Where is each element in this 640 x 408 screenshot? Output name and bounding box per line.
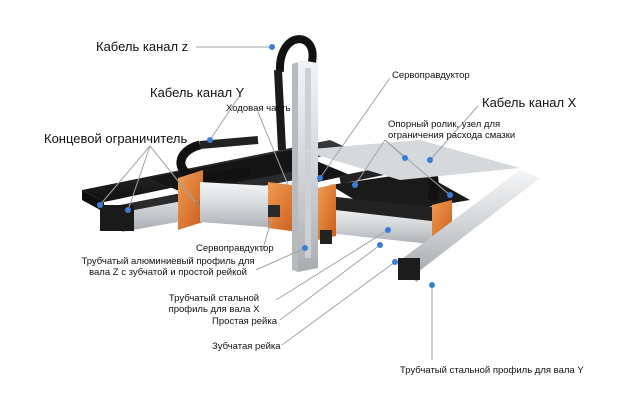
callout-line-cable-y — [209, 94, 241, 141]
callout-dot — [427, 157, 433, 163]
rail-y-front-right — [398, 170, 540, 282]
callout-dot — [125, 207, 131, 213]
label-servo-gearbox-top: Сервоправдуктор — [392, 70, 470, 81]
label-gear-rack: Зубчатая рейка — [212, 341, 281, 352]
callout-line-cable-x — [429, 105, 479, 161]
cable-chain-z — [274, 35, 317, 151]
callout-dot — [429, 282, 435, 288]
callout-dot — [97, 202, 103, 208]
label-support-roller: Опорный ролик, узел для ограничения расх… — [388, 119, 516, 141]
callout-line-plain-rack — [279, 244, 381, 321]
callout-line-limit-mid — [149, 145, 196, 203]
label-cable-channel-z: Кабель канал z — [96, 39, 189, 54]
callout-dots — [97, 44, 453, 288]
callout-line-steel-x — [275, 229, 389, 301]
label-steel-profile-x: Трубчатый стальной профиль для вала X — [168, 293, 260, 315]
callout-line-servo-bottom — [261, 217, 273, 253]
callout-dot — [269, 44, 275, 50]
callout-dot — [207, 137, 213, 143]
callout-dot — [385, 227, 391, 233]
column-z — [292, 56, 318, 272]
callout-lines — [99, 46, 479, 360]
callout-dot — [352, 182, 358, 188]
callout-dot — [392, 259, 398, 265]
callout-line-moving-part — [257, 111, 289, 186]
label-steel-profile-y: Трубчатый стальной профиль для вала Y — [400, 365, 584, 376]
label-cable-channel-y: Кабель канал Y — [150, 85, 245, 100]
callout-line-limit-left — [99, 145, 151, 206]
callout-line-servo-top — [319, 77, 391, 179]
callout-line-alu-z — [255, 247, 306, 271]
callout-line-gear-rack — [281, 261, 396, 346]
carriage-z — [268, 182, 298, 232]
label-aluminium-profile-z: Трубчатый алюминиевый профиль для вала Z… — [81, 256, 255, 278]
callout-line-roller-a — [354, 139, 386, 186]
callout-line-limit-right — [127, 145, 151, 211]
label-servo-gearbox-bottom: Сервоправдуктор — [196, 243, 274, 254]
callout-dot — [377, 242, 383, 248]
callout-dot — [447, 192, 453, 198]
label-moving-part: Ходовая часть — [226, 103, 291, 114]
rail-y-back-right — [300, 140, 520, 180]
callout-dot — [402, 155, 408, 161]
label-limit-switch: Концевой ограничитель — [44, 131, 188, 146]
label-cable-channel-x: Кабель канал X — [482, 95, 577, 110]
callout-dot — [302, 245, 308, 251]
label-plain-rack: Простая рейка — [212, 316, 277, 327]
callout-dot — [317, 175, 323, 181]
callout-line-roller-c — [384, 139, 451, 196]
